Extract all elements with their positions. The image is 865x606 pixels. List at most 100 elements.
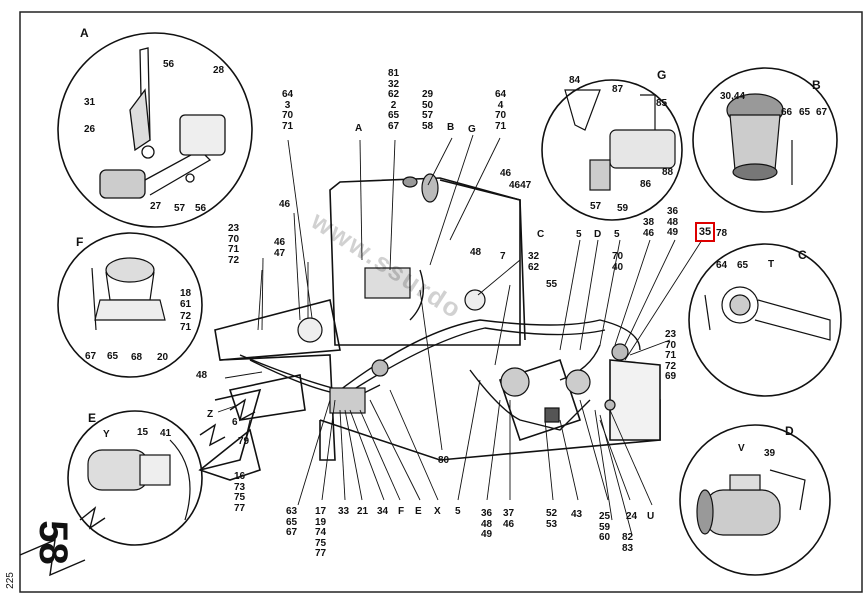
detail-circle-c: [688, 243, 842, 397]
callout-34: 34: [377, 506, 389, 517]
callout-66: 66: [781, 107, 793, 118]
detail-g-sketch: [564, 89, 676, 191]
callout-u: U: [647, 511, 655, 522]
callout-g-main: G: [468, 124, 476, 135]
callout-stack-46: 46: [279, 199, 291, 210]
callout-6: 6: [232, 417, 238, 428]
callout-f-bottom: F: [398, 506, 405, 517]
detail-e-sketch: [87, 439, 191, 521]
detail-a-sketch: [99, 47, 226, 199]
callout-20: 20: [157, 352, 169, 363]
callout-78: 78: [716, 228, 728, 239]
detail-b-sketch: [726, 93, 793, 185]
callout-57a: 57: [174, 203, 186, 214]
callout-15: 15: [137, 427, 149, 438]
callout-x: X: [434, 506, 441, 517]
callout-18: 18: [180, 288, 192, 299]
section-letter-e-detail: E: [88, 411, 97, 425]
callout-31: 31: [84, 97, 96, 108]
detail-circle-d: [679, 424, 831, 576]
callout-88: 88: [662, 167, 674, 178]
section-letter-a-detail: A: [80, 26, 89, 40]
callout-55: 55: [546, 279, 558, 290]
callout-56b: 56: [195, 203, 207, 214]
callout-28: 28: [213, 65, 225, 76]
callout-26: 26: [84, 124, 96, 135]
section-letter-f-detail: F: [76, 235, 84, 249]
callout-5c: 5: [455, 506, 461, 517]
callout-24: 24: [626, 511, 638, 522]
callout-z: Z: [207, 409, 214, 420]
callout-65b: 65: [799, 107, 811, 118]
callout-a-main: A: [355, 123, 363, 134]
callout-5b: 5: [614, 229, 620, 240]
page-number-small: 225: [4, 572, 16, 589]
callout-79: 79: [238, 436, 250, 447]
callout-84: 84: [569, 75, 581, 86]
callout-65f: 65: [107, 351, 119, 362]
callout-59: 59: [617, 203, 629, 214]
callout-67f: 67: [85, 351, 97, 362]
callout-68: 68: [131, 352, 143, 363]
callout-e-bottom: E: [415, 506, 422, 517]
callout-56a: 56: [163, 59, 175, 70]
machine-components: [297, 173, 629, 423]
detail-c-sketch: [704, 286, 831, 341]
callout-85: 85: [656, 98, 668, 109]
page-number-large: 58: [30, 520, 75, 565]
callout-d-main: D: [594, 229, 602, 240]
detail-circle-b: [692, 67, 838, 213]
leader-lines: [217, 134, 703, 536]
callout-57g: 57: [590, 201, 602, 212]
callout-86: 86: [640, 179, 652, 190]
callout-21: 21: [357, 506, 369, 517]
callout-48b: 48: [196, 370, 208, 381]
highlighted-callout-35: 35: [695, 222, 715, 242]
callout-v: V: [738, 443, 745, 454]
callout-87: 87: [612, 84, 624, 95]
callout-46a: 46: [500, 168, 512, 179]
detail-circle-g: [541, 79, 683, 221]
section-letter-d-detail: D: [785, 424, 794, 438]
machine-body: [198, 177, 661, 481]
section-letter-c-detail: C: [798, 248, 807, 262]
section-letter-g-detail: G: [657, 68, 667, 82]
detail-d-sketch: [696, 469, 806, 536]
callout-5a: 5: [576, 229, 582, 240]
callout-t: T: [768, 259, 775, 270]
callout-64c: 64: [716, 260, 728, 271]
callout-39: 39: [764, 448, 776, 459]
callout-48a: 48: [470, 247, 482, 258]
callout-72f: 72: [180, 311, 192, 322]
detail-circle-f: [57, 232, 203, 378]
callout-46-47: 4647: [509, 180, 532, 191]
callout-30-44: 30,44: [720, 91, 746, 102]
callout-b-main: B: [447, 122, 455, 133]
callout-41: 41: [160, 428, 172, 439]
detail-circle-a: [57, 32, 253, 228]
callout-c-main: C: [537, 229, 545, 240]
page-border: [19, 11, 863, 593]
callout-80: 80: [438, 455, 450, 466]
section-letter-b-detail: B: [812, 78, 821, 92]
callout-43: 43: [571, 509, 583, 520]
